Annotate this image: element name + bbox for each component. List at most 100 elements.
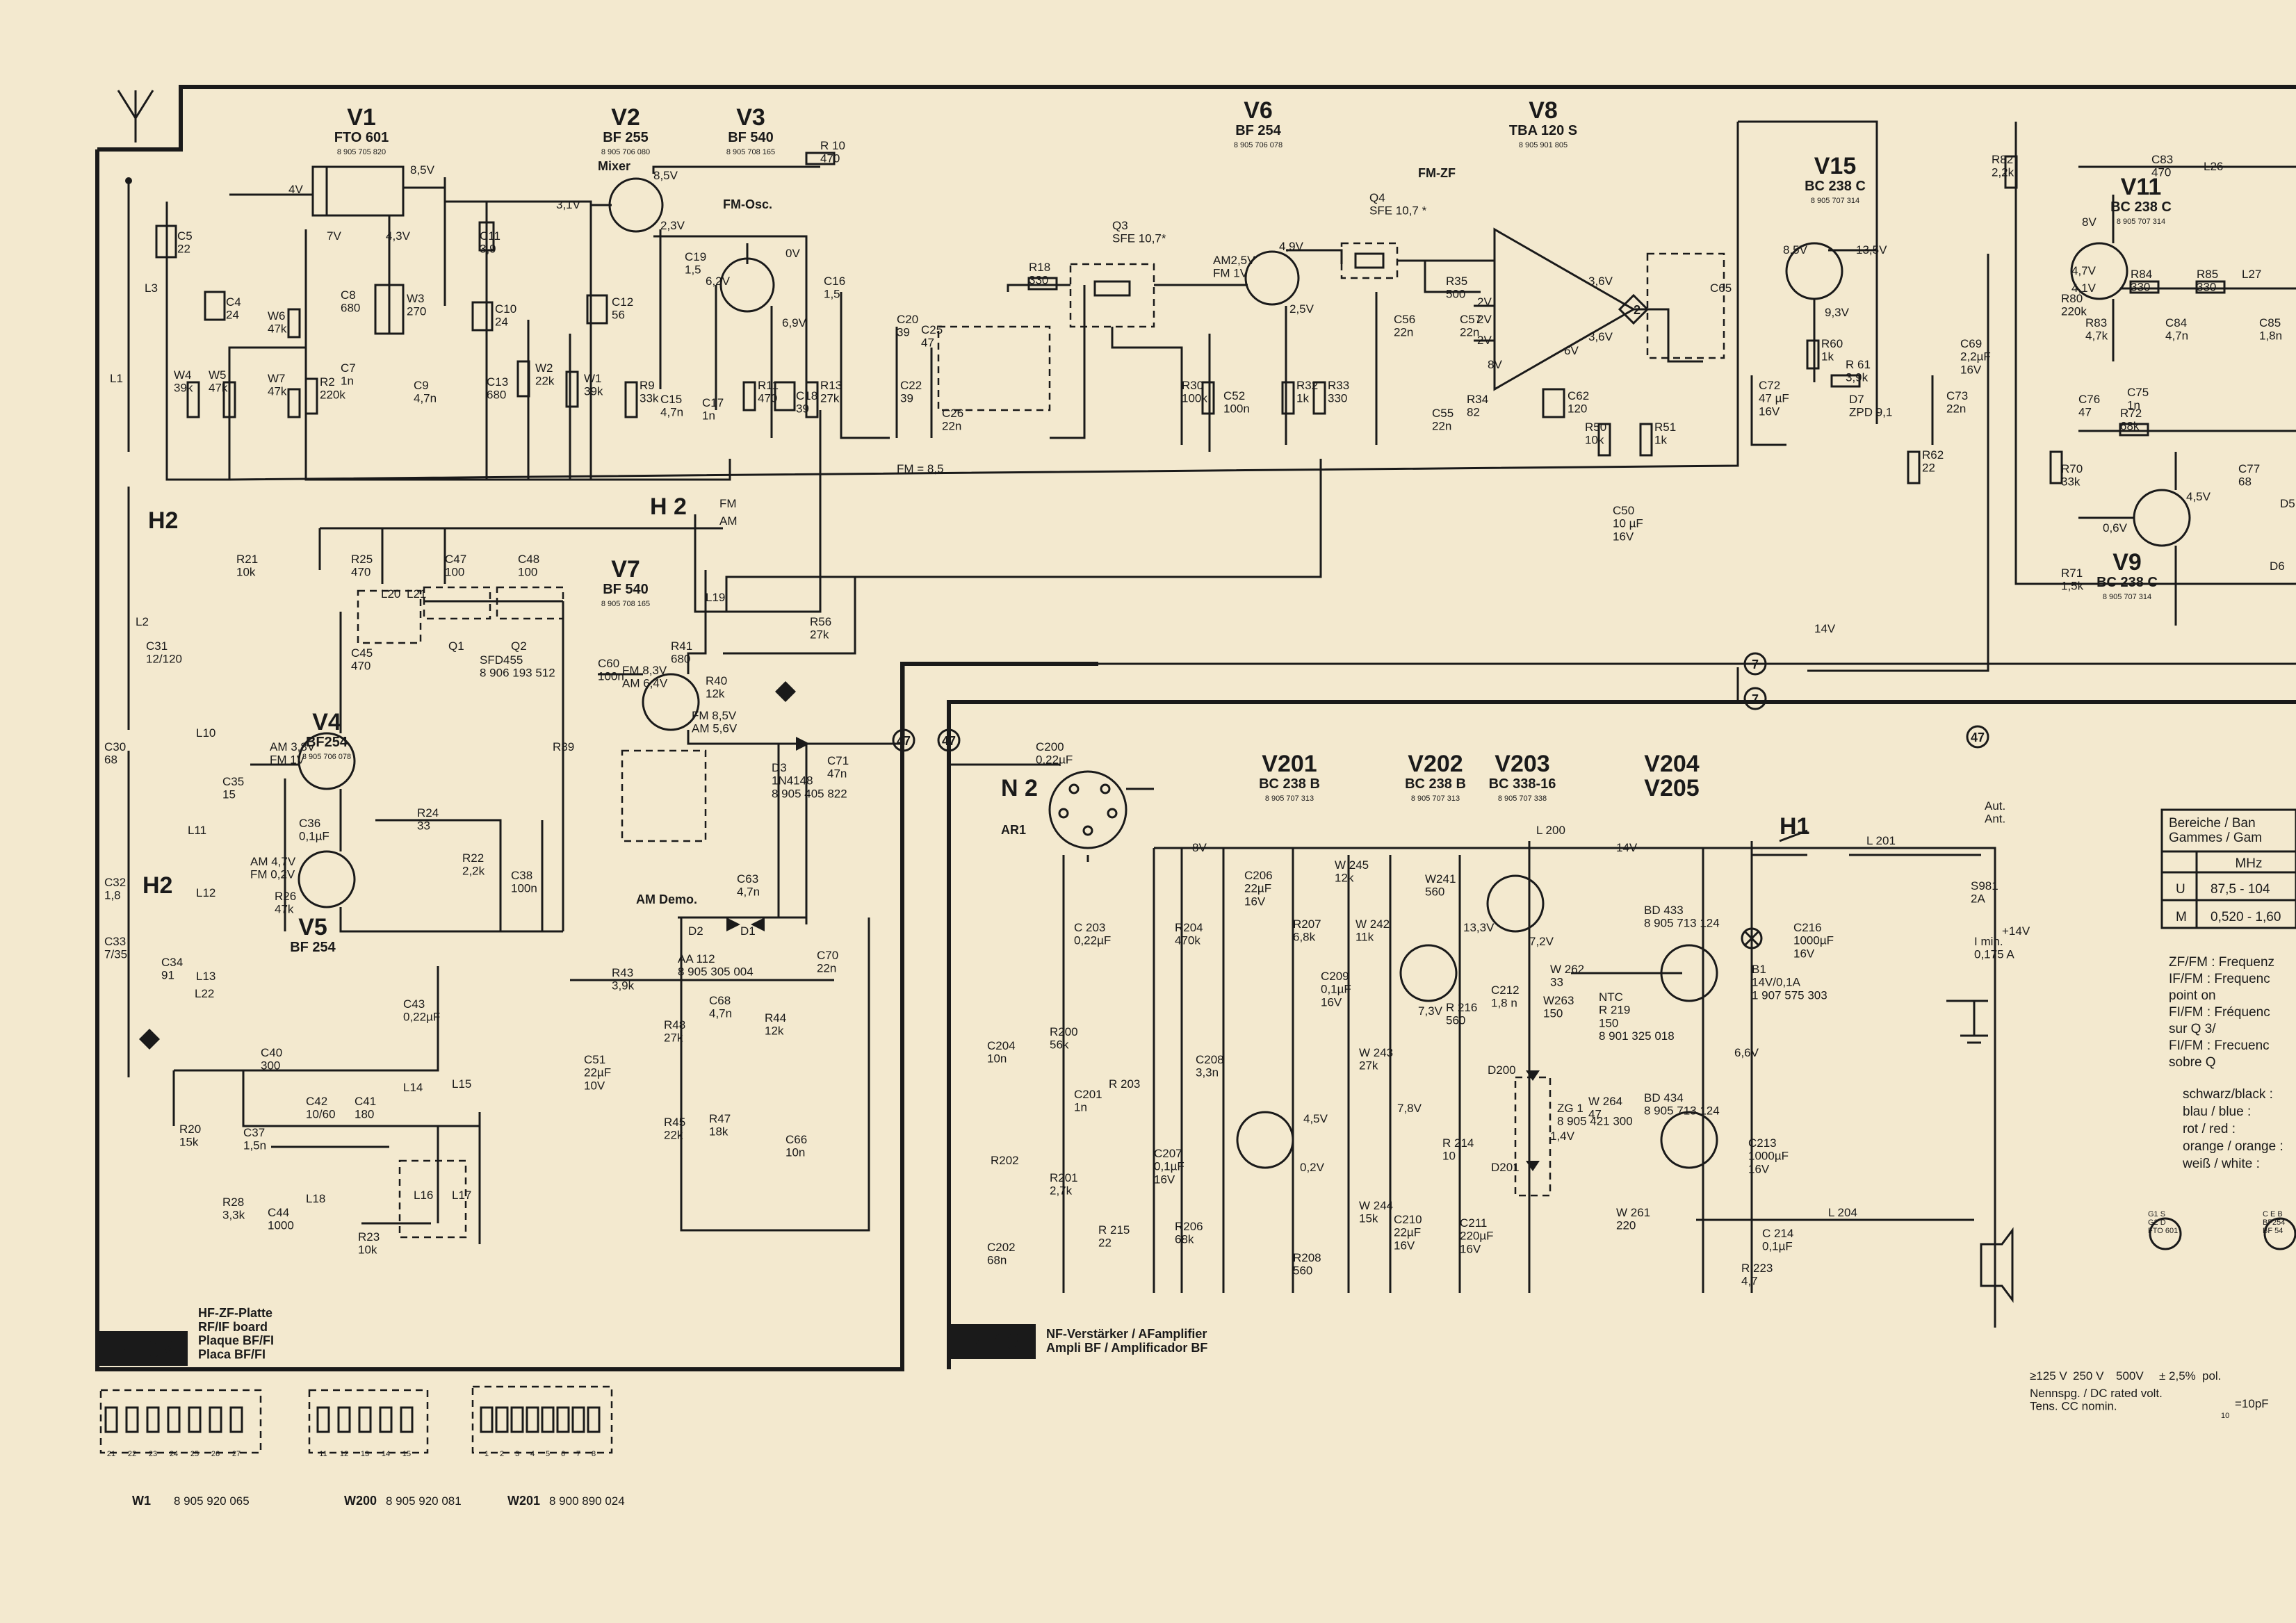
- v4-type: BF254: [306, 735, 348, 750]
- v7-type: BF 540: [603, 582, 649, 597]
- l19-label: L19: [706, 591, 725, 604]
- w1-part: 8 905 920 065: [174, 1494, 250, 1508]
- w200-contact-14: [379, 1406, 393, 1433]
- voltage-label-40: 7,8V: [1397, 1102, 1422, 1115]
- demod-wiring: [570, 744, 870, 1232]
- w201-switch-bank: [471, 1385, 613, 1454]
- l4-wiring: [443, 177, 592, 480]
- v205-label: V205: [1644, 775, 1699, 801]
- voltage-label-8: 6,2V: [706, 275, 731, 288]
- connector-47-left: [892, 728, 915, 752]
- w201-pin-4: 4: [530, 1450, 535, 1458]
- band-table-unit: MHz: [2235, 856, 2262, 871]
- v205-transistor: [1660, 1111, 1718, 1169]
- v202-transistor: [1399, 944, 1458, 1002]
- l200-label: L 200: [1536, 824, 1565, 837]
- v201-transistor: [1236, 1111, 1294, 1169]
- voltage-label-28: 14V: [1814, 622, 1836, 635]
- v1-type: FTO 601: [334, 130, 389, 145]
- am-tank-wiring: [172, 966, 481, 1244]
- h1-switch: [1752, 829, 1981, 856]
- q2-label: Q2: [511, 639, 527, 653]
- v8-ic: [1493, 227, 1636, 391]
- note-2: point on: [2169, 988, 2216, 1003]
- w200-pin-14: 14: [382, 1450, 390, 1458]
- note-0: ZF/FM : Frequenz: [2169, 955, 2274, 970]
- ground-symbol: [1946, 1000, 1988, 1044]
- r62-symbol: [1907, 450, 1921, 484]
- voltage-label-35: 13,3V: [1463, 921, 1495, 934]
- d6-label: D6: [2270, 560, 2285, 573]
- w201-pin-2: 2: [500, 1450, 504, 1458]
- v11-v9-wiring: [2014, 122, 2296, 626]
- l27-label: L27: [2242, 268, 2261, 281]
- w3-symbol: [374, 284, 405, 335]
- w201-pin-8: 8: [592, 1450, 596, 1458]
- d200-d201-block: [1514, 1076, 1552, 1197]
- r72-symbol: [2119, 423, 2149, 437]
- note-1: IF/FM : Frequenc: [2169, 972, 2270, 986]
- note-4: sur Q 3/: [2169, 1022, 2216, 1036]
- voltage-label-20: 8,5V: [1783, 243, 1808, 256]
- v11-type: BC 238 C: [2110, 199, 2172, 215]
- w200-part: 8 905 920 081: [386, 1494, 462, 1508]
- cap-legend-0: ≥125 V: [2030, 1369, 2067, 1383]
- connector-number-1: 7: [1752, 692, 1759, 706]
- l20-label: L20: [381, 587, 400, 601]
- cap-legend-note: Nennspg. / DC rated volt.Tens. CC nomin.: [2030, 1387, 2163, 1413]
- v8-part: 8 905 901 805: [1519, 141, 1568, 149]
- v9-part: 8 905 707 314: [2103, 593, 2151, 601]
- l7-l9-wiring: [840, 284, 1086, 439]
- color-legend-0: schwarz/black :: [2183, 1087, 2273, 1102]
- w200-contact-11: [316, 1406, 330, 1433]
- voltage-label-42: 6,6V: [1734, 1046, 1759, 1059]
- connector-number-2: 47: [897, 734, 911, 748]
- band-table: [2160, 808, 2296, 929]
- r84-symbol: [2129, 280, 2160, 294]
- voltage-label-41: 1,4V: [1550, 1129, 1575, 1143]
- w1-pin-25: 25: [190, 1450, 199, 1458]
- w5-symbol: [222, 381, 236, 418]
- d200-diode: [1526, 1070, 1540, 1081]
- speaker-symbol: [1980, 1227, 2014, 1303]
- w200-name: W200: [344, 1494, 377, 1508]
- w200-contact-13: [358, 1406, 372, 1433]
- r39-label: R39: [553, 740, 574, 753]
- w200-pin-13: 13: [361, 1450, 369, 1458]
- l201-label: L 201: [1866, 834, 1896, 847]
- voltage-label-33: 8V: [1192, 841, 1207, 854]
- if-wiring: [318, 410, 1322, 613]
- c4-symbol: [204, 291, 226, 321]
- v204-transistor: [1660, 944, 1718, 1002]
- voltage-label-39: 0,2V: [1300, 1161, 1325, 1174]
